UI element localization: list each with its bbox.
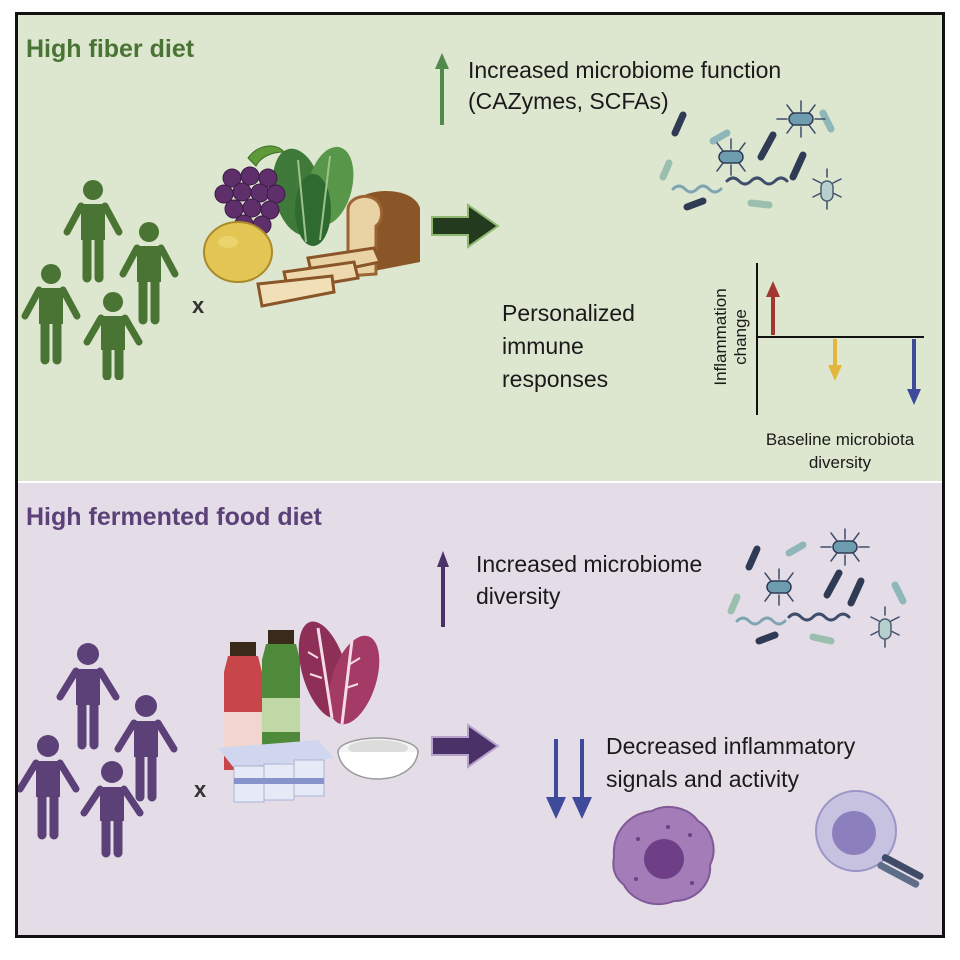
decrease-blue-arrow-icon [907,339,921,405]
radicchio-icon [298,621,380,725]
chart-xlabel-line1: Baseline microbiota [766,430,915,449]
fiber-effect-line1: Increased microbiome function [468,57,782,83]
fiber-foods-illustration [203,145,420,308]
yogurt-cups-icon [218,740,334,803]
figure-frame: High fiber diet [15,12,945,938]
bread-icon [256,190,420,308]
grapes-icon [214,145,286,248]
microbes-illustration [659,100,842,211]
fiber-effect-line2: (CAZymes, SCFAs) [468,88,669,114]
chart-xlabel-line2: diversity [809,453,872,472]
fiber-panel-background [18,15,942,483]
people-group-icon [21,180,179,380]
fermented-right-arrow-icon [431,723,500,769]
times-sign: x [194,777,207,802]
chart-ylabel-line1: Inflammation [711,288,730,385]
fermented-decrease-line1: Decreased inflammatory [606,733,856,759]
people-group-icon [18,643,178,858]
fiber-response-line3: responses [502,366,609,392]
macrophage-icon [612,805,715,906]
fiber-response-line1: Personalized [502,300,635,326]
leafy-greens-icon [272,146,354,246]
fermented-panel-background [18,483,942,935]
fiber-heading: High fiber diet [26,35,195,63]
increase-red-arrow-icon [766,281,780,335]
inflammation-chart: Inflammation change Baseline microbiota … [711,263,924,472]
fiber-up-arrow-icon [435,53,449,125]
fermented-effect-line1: Increased microbiome [476,551,703,577]
fermented-decrease-line2: signals and activity [606,766,800,792]
chart-ylabel-line2: change [731,309,750,365]
potato-icon [203,221,273,283]
red-bottle-icon [224,642,262,770]
fiber-right-arrow-icon [431,203,500,249]
fermented-panel: High fermented food diet [18,483,942,935]
fiber-response-line2: immune [502,333,584,359]
green-bottle-icon [262,630,300,758]
bowl-icon [337,737,419,780]
times-sign: x [192,293,205,318]
panel-divider [18,481,942,483]
fermented-effect-line2: diversity [476,583,561,609]
fiber-panel: High fiber diet [18,15,942,483]
fermented-up-arrow-icon [437,551,449,627]
fermented-heading: High fermented food diet [26,503,322,531]
immune-cells-illustration [612,790,924,906]
decrease-yellow-arrow-icon [828,339,842,381]
lymphocyte-icon [815,790,924,888]
double-down-arrow-icon [546,739,592,819]
microbes-illustration [727,528,907,648]
fermented-foods-illustration [218,621,419,803]
